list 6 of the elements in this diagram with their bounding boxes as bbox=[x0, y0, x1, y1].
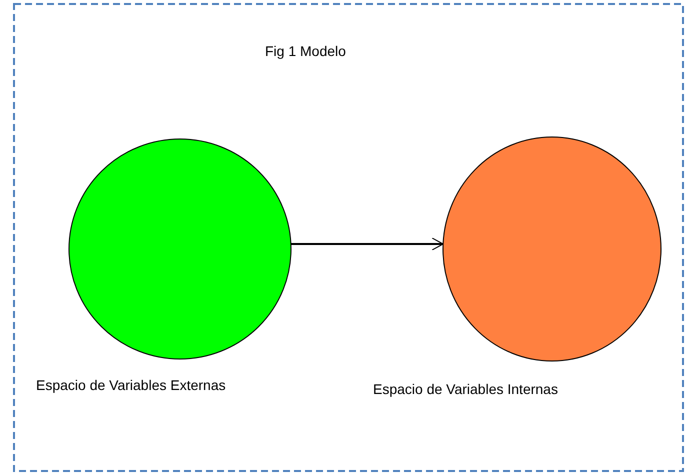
circle-node bbox=[68, 138, 292, 360]
node-caption: Espacio de Variables Externas bbox=[36, 377, 226, 393]
circle-node bbox=[442, 136, 662, 362]
node-caption: Espacio de Variables Internas bbox=[373, 381, 558, 397]
arrow bbox=[290, 238, 444, 250]
figure-title: Fig 1 Modelo bbox=[265, 43, 346, 59]
